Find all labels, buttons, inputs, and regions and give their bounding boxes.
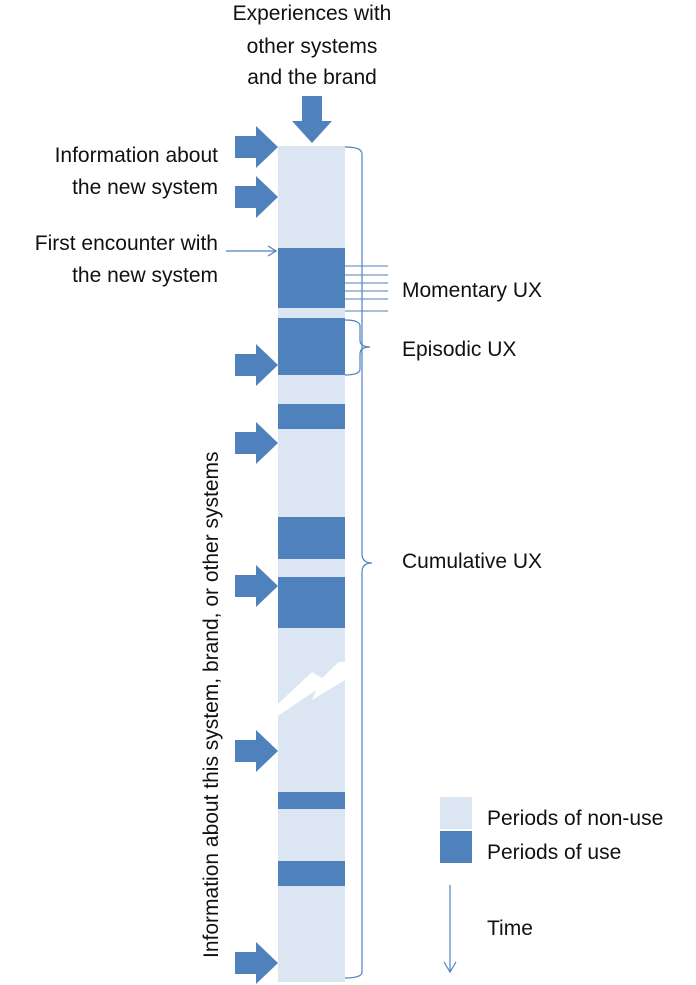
input-arrow-3 [235,344,278,386]
use-period-7 [278,861,345,886]
svg-text:Experiences with: Experiences with [233,2,392,25]
info-vertical-label: Information about this system, brand, or… [200,451,223,958]
svg-text:the new system: the new system [72,176,218,199]
episodic-brace [344,319,371,376]
timeline-break-upper [278,656,345,704]
input-arrow-6 [235,730,278,772]
input-arrow-5 [235,565,278,607]
svg-text:Information about: Information about [55,144,219,167]
use-period-2 [278,318,345,375]
episodic-ux-label: Episodic UX [402,338,516,361]
first-encounter-pointer [226,245,278,257]
legend-label-non-use: Periods of non-use [487,807,663,830]
svg-text:the new system: the new system [72,264,218,287]
top-input-arrow [292,96,332,143]
top-input-label: Experiences with other systems and the b… [233,2,392,89]
time-label: Time [487,917,533,940]
timeline-nonuse-lower [278,716,345,982]
legend-label-use: Periods of use [487,841,621,864]
first-encounter-label: First encounter with the new system [35,232,218,287]
cumulative-ux-label: Cumulative UX [402,550,542,573]
use-period-6 [278,792,345,809]
input-arrow-2 [235,176,278,218]
cumulative-brace [344,146,373,979]
input-arrow-7 [235,942,278,984]
svg-text:and the brand: and the brand [247,66,377,89]
legend-swatch-use [440,831,472,863]
use-period-3 [278,404,345,429]
use-period-1 [278,248,345,308]
legend-swatch-non-use [440,797,472,829]
input-arrow-1 [235,126,278,168]
timeline-break-lower [278,680,345,716]
use-period-4 [278,517,345,559]
momentary-ticks [345,265,388,312]
input-arrow-4 [235,422,278,464]
time-arrow [443,885,457,974]
info-new-system-label: Information about the new system [55,144,219,199]
svg-text:other systems: other systems [247,35,378,58]
svg-text:First encounter with: First encounter with [35,232,218,255]
momentary-ux-label: Momentary UX [402,279,542,302]
use-period-5 [278,577,345,628]
